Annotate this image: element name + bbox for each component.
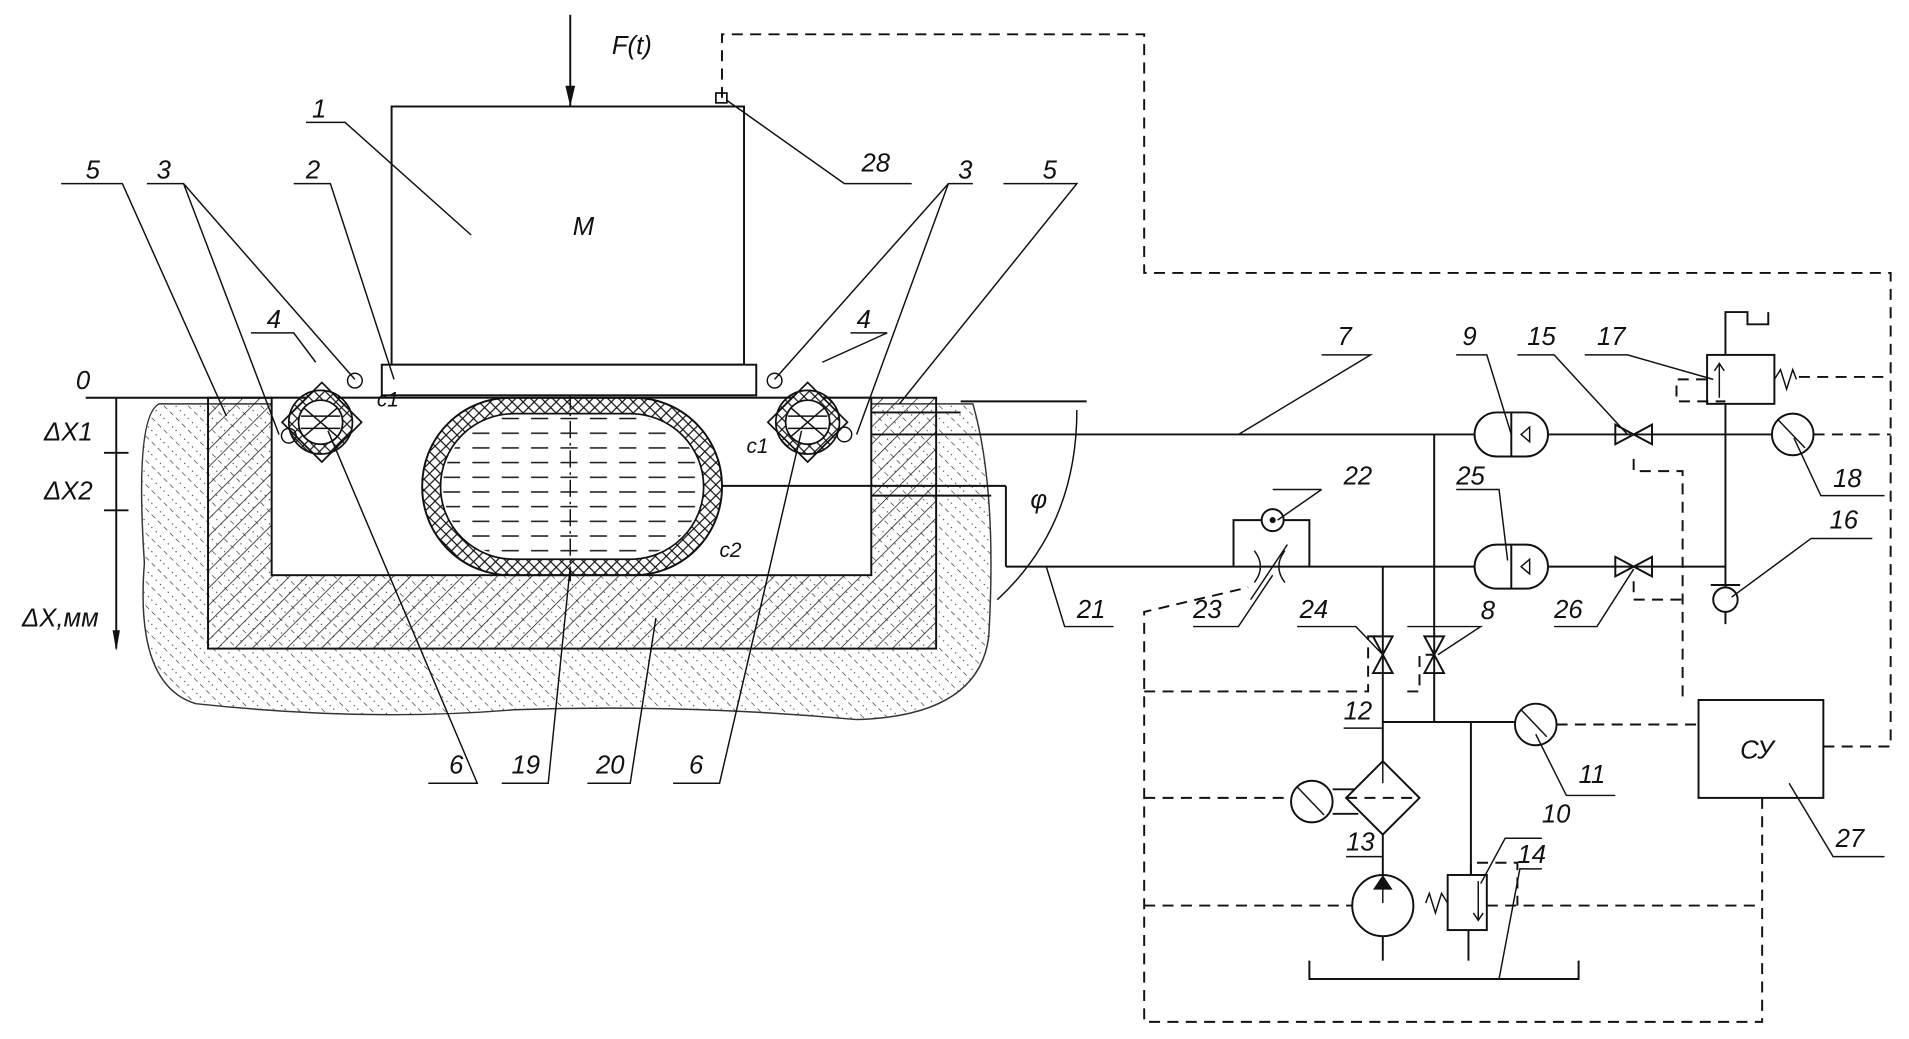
- axis-dx2: ΔX2: [43, 477, 93, 505]
- callout-15: 15: [1527, 323, 1556, 351]
- accumulator-25: [1473, 543, 1549, 590]
- callout-6-left: 6: [449, 751, 464, 779]
- callout-6-right: 6: [689, 751, 704, 779]
- leader-lines: [61, 99, 1885, 980]
- callout-14: 14: [1517, 841, 1546, 869]
- callout-5-left: 5: [86, 157, 101, 185]
- control-unit: [1697, 699, 1825, 799]
- callout-28: 28: [860, 149, 890, 177]
- callout-12: 12: [1344, 698, 1373, 726]
- check-valve-16: [1710, 583, 1741, 613]
- force-arrow-icon: [565, 85, 576, 107]
- mass-label: M: [573, 213, 595, 241]
- axis-dx1: ΔX1: [43, 419, 93, 447]
- valve-10: [1424, 874, 1488, 932]
- callout-24: 24: [1299, 596, 1329, 624]
- throttle-23: [1232, 508, 1311, 601]
- callout-1: 1: [312, 96, 326, 124]
- callout-17: 17: [1597, 323, 1627, 351]
- mass-block: [390, 105, 745, 366]
- control-lines: [721, 33, 1892, 1023]
- callout-8: 8: [1481, 597, 1496, 625]
- valve-26: [1614, 555, 1653, 579]
- gauge-11: [1513, 702, 1558, 747]
- axis-dx: ΔX,мм: [21, 605, 99, 633]
- relief-valve-17: [1706, 353, 1798, 405]
- callout-25: 25: [1455, 463, 1485, 491]
- callout-20: 20: [595, 751, 625, 779]
- callout-13: 13: [1346, 829, 1375, 857]
- callout-3-left: 3: [157, 157, 172, 185]
- axis-zero: 0: [76, 367, 91, 395]
- callout-21: 21: [1076, 596, 1106, 624]
- callout-10: 10: [1542, 800, 1571, 828]
- callout-numbers: 1 2 3 3 4 4 5 5 6 6 7 8 9 10 11 12 13 14…: [86, 96, 1866, 869]
- callout-27: 27: [1835, 825, 1866, 853]
- valve-15: [1614, 423, 1653, 446]
- callout-5-right: 5: [1043, 157, 1058, 185]
- callout-22: 22: [1343, 463, 1373, 491]
- callout-23: 23: [1192, 596, 1222, 624]
- gauge-12: [1290, 779, 1359, 824]
- force-label: F(t): [612, 32, 652, 60]
- callout-4-left: 4: [267, 306, 281, 334]
- valve-24: [1371, 635, 1395, 675]
- callout-11: 11: [1579, 761, 1606, 789]
- displacement-axis: 0 ΔX1 ΔX2 ΔX,мм: [21, 367, 129, 652]
- filter-12: [1344, 759, 1421, 836]
- control-unit-label: СУ: [1740, 737, 1776, 765]
- callout-16: 16: [1829, 507, 1858, 535]
- right-roller: [766, 372, 853, 464]
- stiffness-c1-left: c1: [377, 388, 399, 411]
- callout-19: 19: [512, 751, 541, 779]
- plate: [380, 363, 758, 397]
- callout-3-right: 3: [958, 157, 973, 185]
- callout-4-right: 4: [857, 306, 871, 334]
- callout-2: 2: [305, 157, 320, 185]
- callout-9: 9: [1462, 323, 1476, 351]
- angle-label: φ: [1030, 486, 1047, 514]
- gauge-18: [1770, 412, 1815, 457]
- callout-18: 18: [1833, 465, 1862, 493]
- callout-26: 26: [1553, 596, 1583, 624]
- stiffness-c2: c2: [720, 539, 742, 562]
- pipelines: φ: [721, 311, 1772, 980]
- callout-7: 7: [1338, 323, 1354, 351]
- stiffness-c1-right: c1: [746, 435, 768, 458]
- left-roller: [280, 372, 363, 464]
- valve-8: [1422, 635, 1446, 675]
